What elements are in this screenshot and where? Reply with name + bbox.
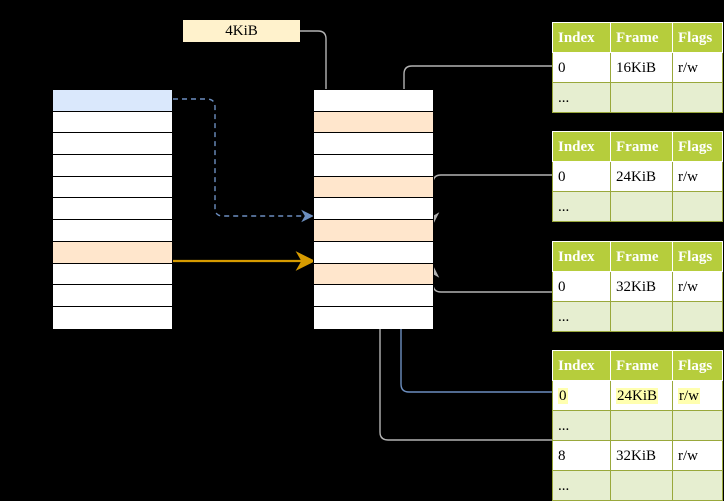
column-header-index: Index <box>552 350 611 381</box>
table-row[interactable]: ... <box>552 301 723 332</box>
memory-row[interactable] <box>314 90 433 112</box>
memory-row[interactable] <box>53 306 172 329</box>
table-cell <box>672 470 723 501</box>
table-cell: 24KiB <box>610 161 673 192</box>
wire-middle-to-table2 <box>426 174 552 225</box>
table-cell <box>610 470 673 501</box>
memory-row[interactable] <box>314 241 433 264</box>
table-cell: r/w <box>672 380 723 411</box>
table-cell: 16KiB <box>610 52 673 83</box>
memory-row[interactable] <box>314 198 433 221</box>
connector-layer <box>173 30 552 441</box>
memory-row[interactable] <box>53 176 172 199</box>
column-header-index: Index <box>552 131 611 162</box>
memory-row[interactable] <box>53 133 172 156</box>
middle-memory-column <box>313 89 434 329</box>
table-cell <box>672 410 723 441</box>
memory-row[interactable] <box>314 155 433 177</box>
table-cell: ... <box>552 191 611 222</box>
column-header-flags: Flags <box>672 22 723 53</box>
table-cell: ... <box>552 82 611 113</box>
column-header-flags: Flags <box>672 241 723 272</box>
column-header-flags: Flags <box>672 350 723 381</box>
table-cell: ... <box>552 301 611 332</box>
memory-row[interactable] <box>314 176 433 199</box>
table-cell: 0 <box>552 161 611 192</box>
table-cell: 0 <box>552 52 611 83</box>
memory-row[interactable] <box>314 220 433 242</box>
memory-row[interactable] <box>53 111 172 134</box>
wire-table4-to-middle-blue <box>394 221 552 393</box>
memory-row[interactable] <box>314 263 433 286</box>
memory-row[interactable] <box>53 198 172 221</box>
table-cell: r/w <box>672 52 723 83</box>
table-cell: 32KiB <box>610 271 673 302</box>
table-cell: 8 <box>552 440 611 471</box>
memory-row[interactable] <box>53 155 172 177</box>
table-cell: r/w <box>672 271 723 302</box>
memory-row[interactable] <box>53 241 172 264</box>
wire-table1-to-middle <box>397 65 552 181</box>
table-cell <box>672 191 723 222</box>
wire-table3-to-middle <box>426 265 552 293</box>
wire-table4-to-middle <box>373 265 552 441</box>
table-cell: 32KiB <box>610 440 673 471</box>
table-cell: ... <box>552 410 611 441</box>
memory-row[interactable] <box>53 285 172 307</box>
column-header-index: Index <box>552 22 611 53</box>
table-cell <box>672 82 723 113</box>
table-cell: r/w <box>672 440 723 471</box>
table-row[interactable]: ... <box>552 191 723 222</box>
column-header-frame: Frame <box>610 22 673 53</box>
column-header-frame: Frame <box>610 350 673 381</box>
table-cell <box>672 301 723 332</box>
table-row[interactable]: ... <box>552 82 723 113</box>
page-size-label: 4KiB <box>225 23 258 39</box>
wire-left-blue-dashed <box>173 98 314 223</box>
left-memory-column <box>52 89 173 329</box>
memory-row[interactable] <box>314 285 433 307</box>
table-cell <box>610 301 673 332</box>
column-header-frame: Frame <box>610 241 673 272</box>
column-header-index: Index <box>552 241 611 272</box>
table-row[interactable]: ... <box>552 470 723 501</box>
table-row[interactable]: ... <box>552 410 723 441</box>
memory-row[interactable] <box>53 220 172 242</box>
table-cell: 0 <box>552 271 611 302</box>
memory-row[interactable] <box>314 111 433 134</box>
table-cell: 24KiB <box>610 380 673 411</box>
page-size-tag: 4KiB <box>183 20 300 42</box>
table-cell <box>610 82 673 113</box>
wire-tag-to-middle <box>300 30 333 108</box>
table-cell <box>610 410 673 441</box>
memory-row[interactable] <box>53 90 172 112</box>
column-header-flags: Flags <box>672 131 723 162</box>
table-cell: 0 <box>552 380 611 411</box>
column-header-frame: Frame <box>610 131 673 162</box>
table-cell: ... <box>552 470 611 501</box>
table-cell <box>610 191 673 222</box>
table-cell: r/w <box>672 161 723 192</box>
memory-row[interactable] <box>314 133 433 156</box>
memory-row[interactable] <box>314 306 433 329</box>
memory-row[interactable] <box>53 263 172 286</box>
